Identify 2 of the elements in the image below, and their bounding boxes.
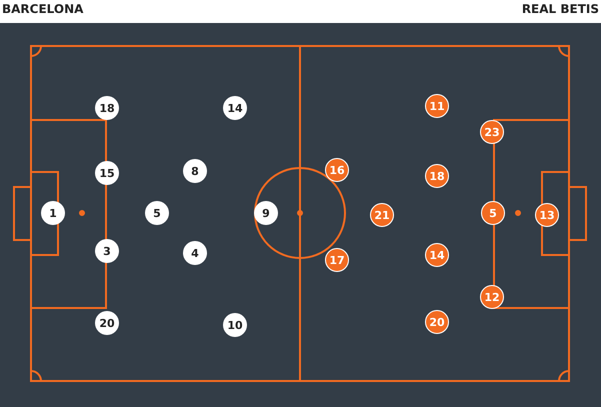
team-name: REAL BETIS [522, 2, 599, 16]
team-name: BARCELONA [2, 2, 84, 16]
